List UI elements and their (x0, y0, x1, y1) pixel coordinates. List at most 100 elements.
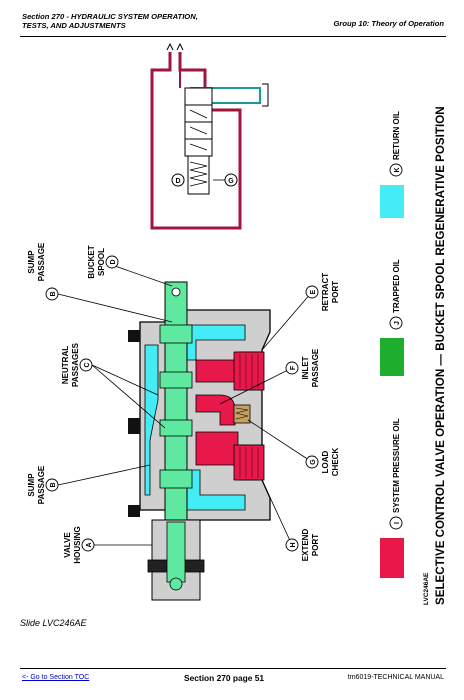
callout-a-letter: A (86, 542, 93, 547)
callout-g-line2: CHECK (331, 448, 340, 477)
valve-diagram: D G (27, 42, 447, 605)
schematic-line-red-2 (178, 52, 207, 88)
schematic-bracket (262, 83, 269, 107)
leader-c-2 (91, 364, 166, 429)
valve-schematic: D G (150, 42, 269, 230)
valve-cross-section (128, 281, 271, 601)
callout-c-line1: NEUTRAL (61, 346, 70, 384)
callout-a-badge (81, 538, 95, 552)
schematic-line-teal (190, 87, 261, 104)
leader-e (261, 291, 313, 351)
header-divider (20, 36, 446, 38)
spool-land-3 (159, 419, 193, 437)
schematic-block-2 (184, 104, 213, 123)
return-passage-left (144, 344, 159, 496)
manual-id: tm6019-TECHNICAL MANUAL (347, 674, 444, 681)
footer-divider (20, 668, 446, 669)
legend-i-badge (389, 516, 403, 530)
callout-labels: A VALVE HOUSING B SUMP PASSAGE C NEUTRAL… (27, 242, 340, 564)
callout-c-badge (79, 358, 93, 372)
schematic-spring (189, 161, 208, 187)
legend-i-letter: I (394, 522, 401, 524)
callout-c-line2: PASSAGES (71, 342, 80, 387)
page-header: Section 270 - HYDRAULIC SYSTEM OPERATION… (0, 0, 464, 36)
callout-e-letter: E (310, 289, 317, 294)
legend-k-badge (389, 163, 403, 177)
callout-e-line1: RETRACT (321, 273, 330, 311)
schematic-arrow-2 (176, 42, 184, 51)
legend-swatch-return (380, 185, 404, 218)
leader-b-top (57, 293, 173, 323)
page-number: Section 270 page 51 (184, 673, 265, 683)
retract-port-ridges (239, 354, 259, 388)
callout-d-line1: BUCKET (87, 245, 96, 278)
pressure-passage-center (195, 394, 236, 426)
callout-b-top-badge (45, 287, 59, 301)
load-check-spring (235, 407, 249, 420)
slide-caption: Slide LVC246AE (20, 618, 87, 628)
callout-b-bottom-letter: B (50, 482, 57, 487)
callout-f-line2: PASSAGE (311, 348, 320, 387)
go-to-section-toc-link[interactable]: <- Go to Section TOC (22, 674, 90, 681)
housing-plug-2 (128, 418, 140, 434)
leader-d (111, 264, 173, 287)
legend-swatch-pressure (380, 538, 404, 578)
callout-b-top-line1: SUMP (27, 250, 36, 274)
legend-j-label: TRAPPED OIL (392, 259, 401, 313)
section-title: Section 270 - HYDRAULIC SYSTEM OPERATION… (22, 12, 262, 30)
schematic-block-4 (184, 138, 213, 157)
callout-h-line1: EXTEND (301, 529, 310, 562)
extend-port-ridges (239, 447, 259, 478)
callout-a-line1: VALVE (63, 532, 72, 558)
spool-land-1 (159, 324, 193, 344)
callout-d-letter: D (110, 259, 117, 264)
leader-b-bottom (57, 464, 151, 486)
leader-f (219, 367, 293, 405)
callout-b-bottom-line1: SUMP (27, 473, 36, 497)
schematic-block-1 (184, 87, 213, 106)
callout-e-badge (305, 285, 319, 299)
callout-h-line2: PORT (311, 534, 320, 556)
callouts (57, 264, 313, 546)
schematic-arrow-1 (166, 42, 174, 51)
leader-g (247, 419, 313, 463)
section-title-line-1: Section 270 - HYDRAULIC SYSTEM OPERATION… (22, 12, 198, 21)
callout-b-top-letter: B (50, 291, 57, 296)
schematic-line-red (150, 52, 242, 230)
callout-h-badge (285, 538, 299, 552)
legend-j-letter: J (394, 321, 401, 325)
schematic-actuator (187, 155, 210, 195)
housing-plug-3 (128, 505, 140, 517)
legend-i-label: SYSTEM PRESSURE OIL (392, 418, 401, 513)
callout-d-badge (105, 255, 119, 269)
extend-port (233, 444, 265, 481)
callout-g-letter: G (310, 459, 317, 465)
callout-b-bottom-line2: PASSAGE (37, 465, 46, 504)
leader-h (261, 479, 293, 546)
spool-end-cap (169, 577, 183, 591)
leader-c-1 (91, 364, 159, 396)
callout-b-top-line2: PASSAGE (37, 242, 46, 281)
group-title: Group 10: Theory of Operation (333, 19, 444, 28)
retract-port (233, 351, 265, 391)
schematic-arrows (189, 109, 208, 151)
callout-b-bottom-badge (45, 478, 59, 492)
spool-end-shaft (166, 521, 186, 583)
section-title-line-2: TESTS, AND ADJUSTMENTS (22, 21, 126, 30)
spool-land-4 (159, 469, 193, 489)
legend-j-badge (389, 316, 403, 330)
legend: K RETURN OIL J TRAPPED OIL I SYSTEM PRES… (380, 111, 404, 578)
load-check (233, 404, 251, 424)
spool-eye (171, 287, 181, 297)
legend-k-label: RETURN OIL (392, 111, 401, 160)
callout-a-line2: HOUSING (73, 526, 82, 563)
valve-housing-body (139, 309, 271, 521)
diagram-title: SELECTIVE CONTROL VALVE OPERATION — BUCK… (434, 106, 447, 605)
callout-h-letter: H (290, 542, 297, 547)
callout-f-line1: INLET (301, 356, 310, 379)
schematic-g-letter: G (228, 178, 234, 185)
callout-e-line2: PORT (331, 281, 340, 303)
schematic-d-badge (171, 173, 185, 187)
callout-f-badge (285, 361, 299, 375)
callout-f-letter: F (290, 365, 297, 370)
